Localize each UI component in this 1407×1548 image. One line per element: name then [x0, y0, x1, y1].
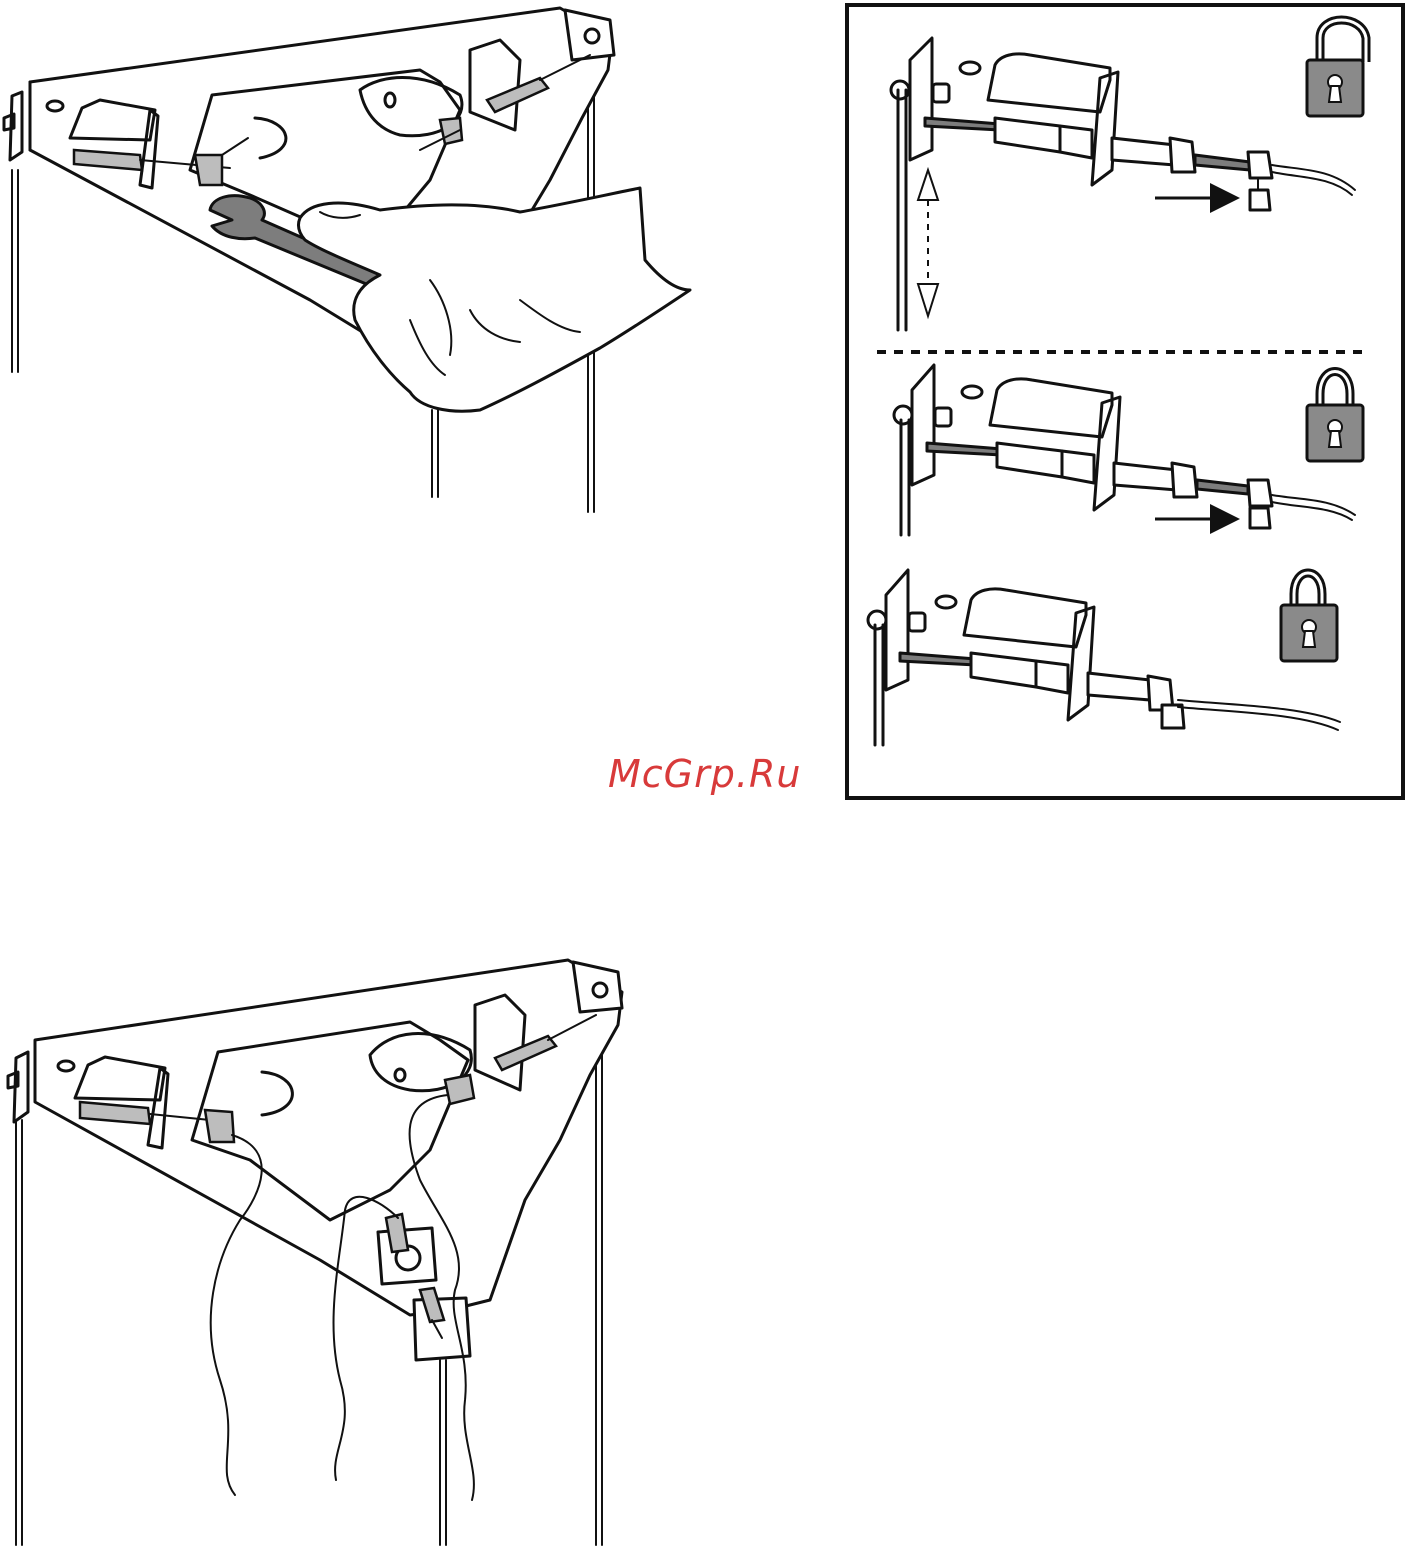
inset-panel [847, 5, 1403, 798]
wrench-tightening-illustration [4, 8, 690, 512]
assembled-bracket-illustration [8, 960, 622, 1545]
watermark-logo: McGrp.Ru [608, 752, 801, 796]
